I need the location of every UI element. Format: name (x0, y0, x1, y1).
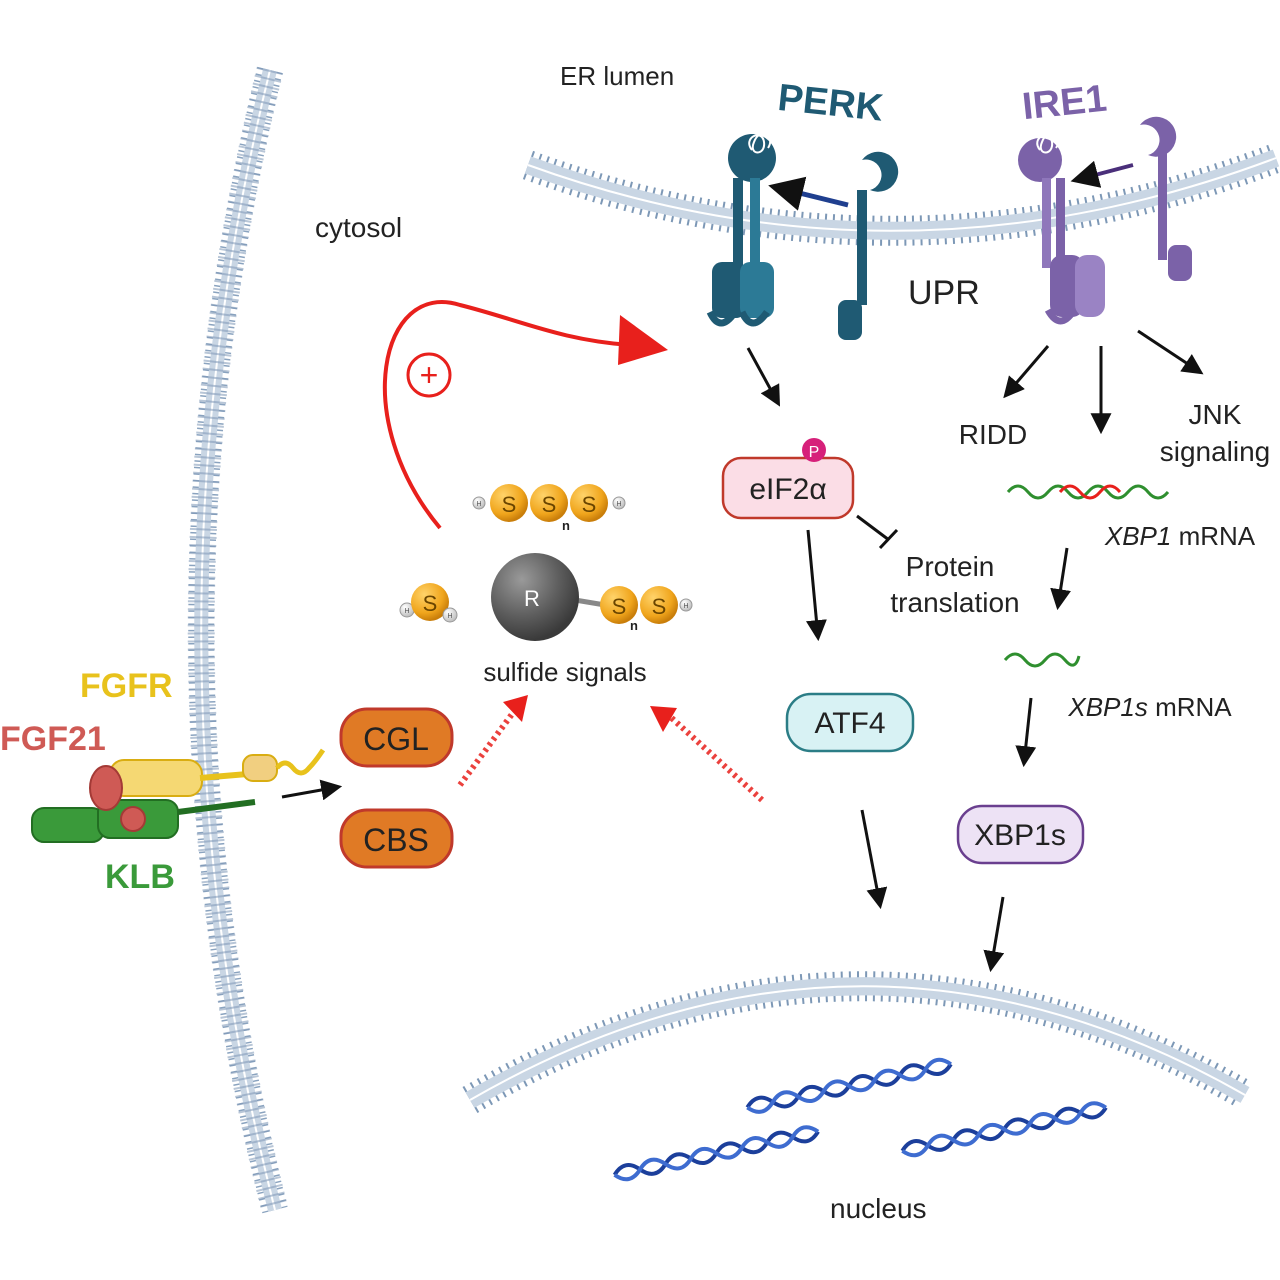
jnk-label-line2: signaling (1160, 436, 1271, 467)
svg-text:eIF2α: eIF2α (749, 473, 826, 506)
plus-sign: + (420, 357, 439, 393)
svg-text:S: S (652, 594, 667, 619)
klb-label: KLB (105, 858, 175, 896)
svg-text:H: H (447, 613, 452, 620)
hydrogen-sulfide: H S H (399, 583, 458, 623)
ridd-label: RIDD (959, 419, 1027, 450)
svg-text:n: n (562, 518, 570, 533)
cgl-enzyme: CGL (339, 707, 454, 768)
svg-text:S: S (582, 492, 597, 517)
xbp1s-mrna-label: XBP1s mRNA (1067, 692, 1232, 722)
er-membrane (522, 143, 1280, 246)
svg-text:CGL: CGL (363, 721, 429, 757)
cytosol-label: cytosol (315, 212, 402, 243)
xbp1-splicing-arrow (1050, 547, 1071, 611)
atf4-node: ATF4 (785, 692, 915, 753)
er-lumen-label: ER lumen (560, 61, 674, 91)
upr-label: UPR (908, 274, 980, 312)
svg-text:S: S (423, 591, 438, 616)
nucleus-label: nucleus (830, 1193, 927, 1224)
receptor-complex (31, 748, 326, 843)
eif2a-to-atf4-arrow (805, 529, 827, 642)
svg-text:H: H (404, 608, 409, 615)
nuclear-membrane (462, 971, 1253, 1113)
ire1-to-jnk-arrow (1137, 329, 1204, 375)
phospho-badge: P (802, 438, 826, 462)
xbp1s-mrna-strand (1003, 652, 1081, 668)
fgf21-label: FGF21 (0, 720, 106, 758)
xbp1-mrna-strand (1006, 484, 1170, 500)
enzyme-to-sulfide-arrows (457, 695, 765, 803)
xbp1s-to-nucleus-arrow (983, 896, 1005, 973)
svg-text:XBP1s: XBP1s (974, 819, 1066, 852)
protein-translation-label-line2: translation (890, 587, 1019, 618)
positive-feedback-arrow (383, 300, 668, 530)
sulfide-signals-label: sulfide signals (483, 657, 646, 687)
xbp1s-mrna-to-protein-arrow (1015, 697, 1037, 768)
perk-to-eif2a-arrow (746, 347, 781, 407)
perk-label: PERK (776, 77, 886, 130)
svg-text:S: S (542, 492, 557, 517)
jnk-label-line1: JNK (1189, 399, 1242, 430)
atf4-to-nucleus-arrow (860, 809, 888, 910)
xbp1s-node: XBP1s (956, 804, 1085, 865)
svg-text:n: n (630, 618, 638, 633)
svg-text:CBS: CBS (363, 822, 429, 858)
complex-to-enzymes-arrow (281, 779, 343, 801)
inhibition-line (856, 514, 899, 550)
dna-helices (612, 1057, 1108, 1182)
svg-text:H: H (476, 501, 481, 508)
plasma-membrane (187, 66, 289, 1214)
svg-text:H: H (683, 603, 688, 610)
polysulfide-chain: H S S S H n (472, 484, 626, 533)
ire1-receptor (1018, 116, 1192, 325)
svg-text:S: S (502, 492, 517, 517)
svg-text:ATF4: ATF4 (814, 707, 885, 740)
protein-translation-label-line1: Protein (906, 551, 995, 582)
svg-text:P: P (809, 444, 820, 461)
r-group-label: R (524, 586, 540, 611)
svg-text:S: S (612, 594, 627, 619)
xbp1-mrna-label: XBP1 mRNA (1104, 521, 1256, 551)
fgfr-label: FGFR (80, 667, 173, 705)
svg-text:H: H (616, 501, 621, 508)
ire1-label: IRE1 (1020, 78, 1108, 129)
eif2a-node: eIF2α (721, 456, 855, 520)
persulfide-molecule: R S S H n (491, 553, 693, 641)
plus-sign-badge: + (406, 352, 452, 398)
perk-receptor (706, 132, 899, 340)
cbs-enzyme: CBS (339, 808, 454, 869)
ire1-to-ridd-arrow (1003, 345, 1050, 399)
